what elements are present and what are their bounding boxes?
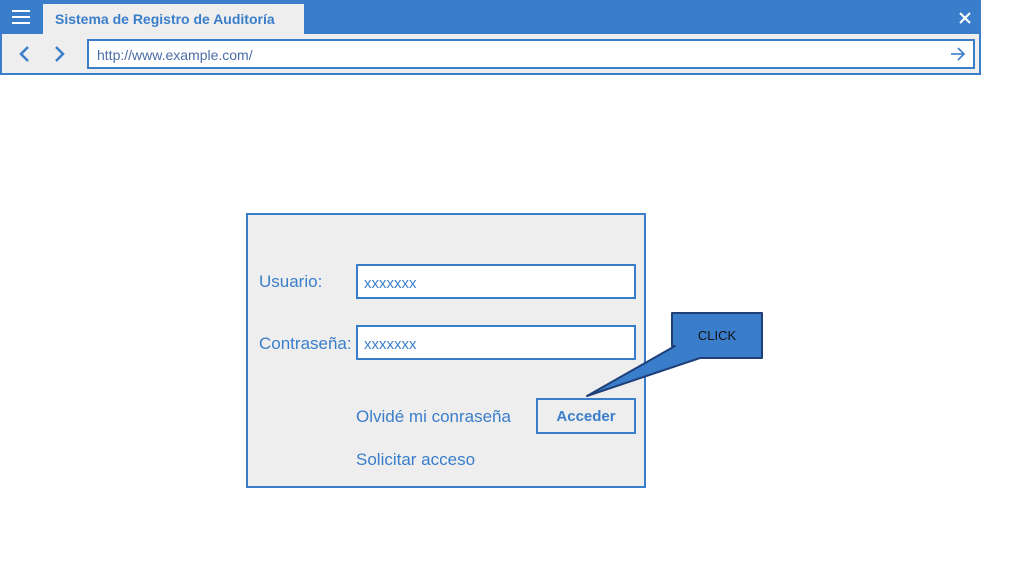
close-icon	[959, 12, 971, 24]
request-access-link[interactable]: Solicitar acceso	[356, 450, 476, 469]
password-field[interactable]: xxxxxxx	[356, 325, 636, 360]
forward-button[interactable]	[48, 43, 72, 65]
menu-button[interactable]	[0, 0, 42, 34]
go-button[interactable]	[947, 44, 969, 64]
chevron-right-icon	[55, 46, 65, 62]
password-label: Contraseña:	[259, 334, 352, 353]
callout-text: CLICK	[697, 328, 737, 343]
arrow-right-icon	[951, 47, 966, 61]
login-submit-button[interactable]: Acceder	[536, 398, 636, 434]
address-bar-url: http://www.example.com/	[97, 47, 253, 63]
browser-tab[interactable]: Sistema de Registro de Auditoría	[43, 4, 304, 34]
forgot-password-link[interactable]: Olvidé mi conraseña	[356, 407, 511, 426]
login-panel: Usuario: xxxxxxx Contraseña: xxxxxxx Olv…	[246, 213, 646, 488]
address-bar[interactable]: http://www.example.com/	[87, 39, 975, 69]
browser-window: Sistema de Registro de Auditoría http://…	[0, 0, 981, 75]
browser-toolbar: http://www.example.com/	[2, 34, 979, 73]
chevron-left-icon	[19, 46, 29, 62]
close-button[interactable]	[952, 5, 978, 31]
back-button[interactable]	[12, 43, 36, 65]
username-label: Usuario:	[259, 272, 323, 291]
hamburger-menu-icon	[12, 10, 30, 24]
tab-title: Sistema de Registro de Auditoría	[55, 11, 275, 27]
username-field[interactable]: xxxxxxx	[356, 264, 636, 299]
